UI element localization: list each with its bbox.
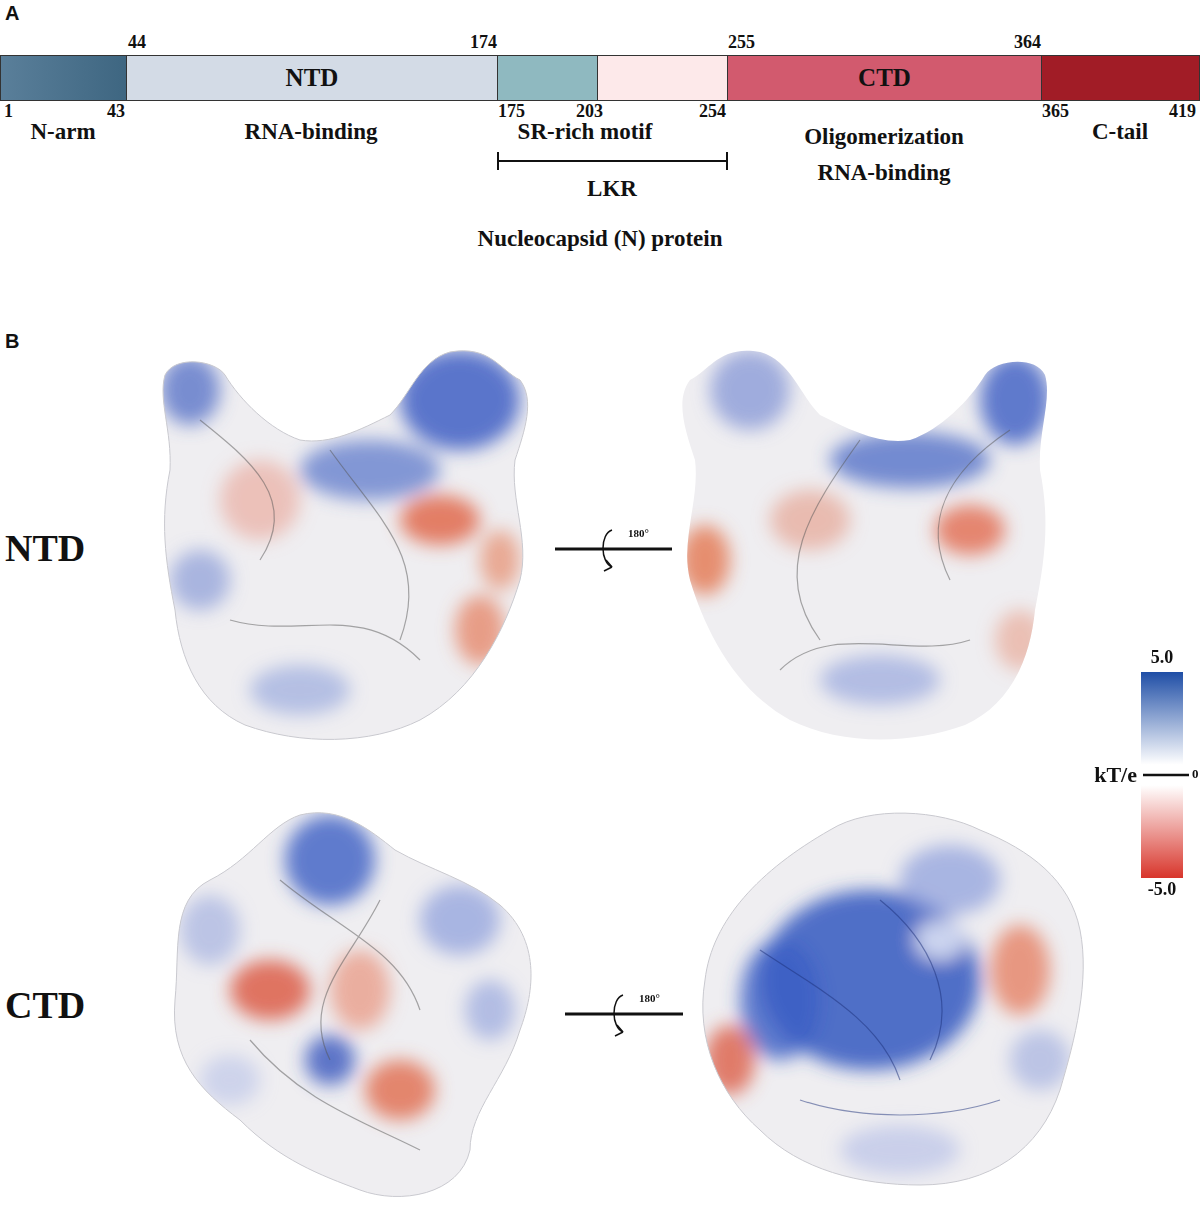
region-name: Oligomerization RNA-binding [774, 119, 994, 190]
region-name: N-arm [30, 119, 95, 144]
view-name: CTD [5, 985, 85, 1027]
residue-number: 1 [4, 102, 13, 122]
rotation-angle: 180° [639, 992, 660, 1004]
region-name: C-tail [1092, 119, 1148, 144]
residue-number: 44 [128, 33, 146, 53]
residue-number: 174 [470, 33, 497, 53]
panel-letter: A [5, 2, 19, 24]
residue-number: 419 [1169, 102, 1196, 122]
residue-number: 364 [1014, 33, 1041, 53]
region-name: RNA-binding [245, 119, 378, 144]
region-name: LKR [587, 176, 637, 201]
region-name: SR-rich motif [518, 119, 653, 144]
rotation-angle: 180° [628, 527, 649, 539]
domain-box: CTD [727, 55, 1042, 101]
residue-number: 255 [728, 33, 755, 53]
panel-letter: B [5, 330, 19, 352]
figure-title: Nucleocapsid (N) protein [478, 226, 723, 251]
scale-value: -5.0 [1148, 880, 1177, 900]
residue-number: 254 [699, 102, 726, 122]
scale-unit: kT/e [1094, 763, 1137, 787]
domain-box: NTD [126, 55, 498, 101]
residue-number: 365 [1042, 102, 1069, 122]
domain-name: NTD [286, 64, 339, 92]
residue-number: 43 [107, 102, 125, 122]
scale-value: 5.0 [1151, 648, 1174, 668]
domain-name: CTD [858, 64, 911, 92]
scale-value: 0 [1192, 767, 1199, 781]
residue-number: 203 [576, 102, 603, 122]
view-name: NTD [5, 528, 85, 570]
residue-number: 175 [498, 102, 525, 122]
